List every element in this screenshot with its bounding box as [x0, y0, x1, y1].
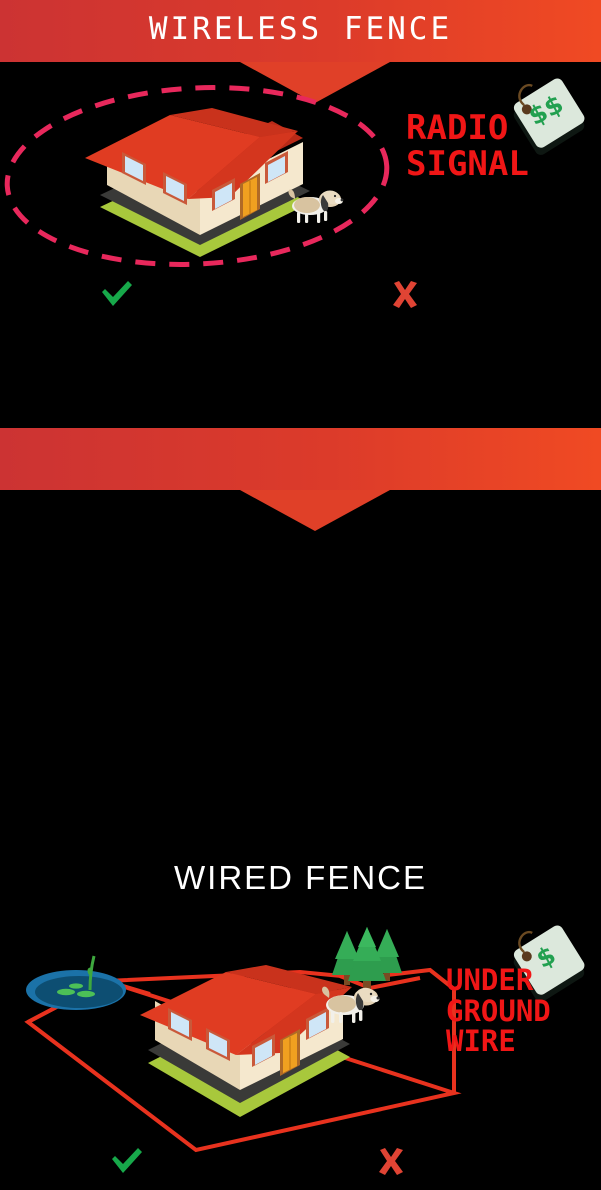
radio-signal-label: RADIO SIGNAL — [406, 110, 529, 182]
wireless-price-tag-icon: $$ — [513, 78, 585, 155]
window-glass-1 — [125, 156, 143, 181]
wired-fence-section: WIRED FENCE — [0, 420, 601, 1175]
wireless-dog-illustration — [288, 189, 344, 223]
underground-wire-line-1: UNDER — [446, 963, 534, 997]
roof-side — [188, 131, 298, 199]
wireless-house-illustration — [85, 108, 310, 257]
wired-dog-illustration — [322, 986, 380, 1023]
radio-signal-ellipse — [4, 85, 390, 267]
wired-cross-mark — [379, 1148, 403, 1175]
wired-banner — [0, 420, 601, 531]
window-glass-4 — [268, 156, 285, 182]
pond-illustration — [26, 955, 126, 1010]
radio-signal-line-2: SIGNAL — [406, 144, 529, 185]
roof-back — [170, 108, 298, 137]
wired-house-illustration — [140, 965, 352, 1117]
window-glass-2 — [166, 176, 184, 201]
wireless-fence-section: WIRELESS FENCE — [0, 0, 601, 420]
underground-wire-label: UNDER GROUND WIRE — [446, 965, 551, 1057]
wireless-banner-title: WIRELESS FENCE — [148, 11, 453, 47]
wired-banner-shape — [0, 428, 601, 531]
wireless-banner-shape — [0, 0, 601, 103]
radio-signal-line-1: RADIO — [406, 108, 509, 148]
roof-front — [85, 115, 260, 199]
underground-wire-line-2: GROUND — [446, 993, 551, 1028]
window-glass-3 — [215, 183, 232, 209]
wired-check-mark — [112, 1148, 142, 1173]
underground-wire-line-3: WIRE — [446, 1024, 516, 1059]
wireless-banner — [0, 0, 601, 105]
wireless-check-mark — [102, 281, 132, 306]
wireless-cross-mark — [393, 281, 417, 308]
